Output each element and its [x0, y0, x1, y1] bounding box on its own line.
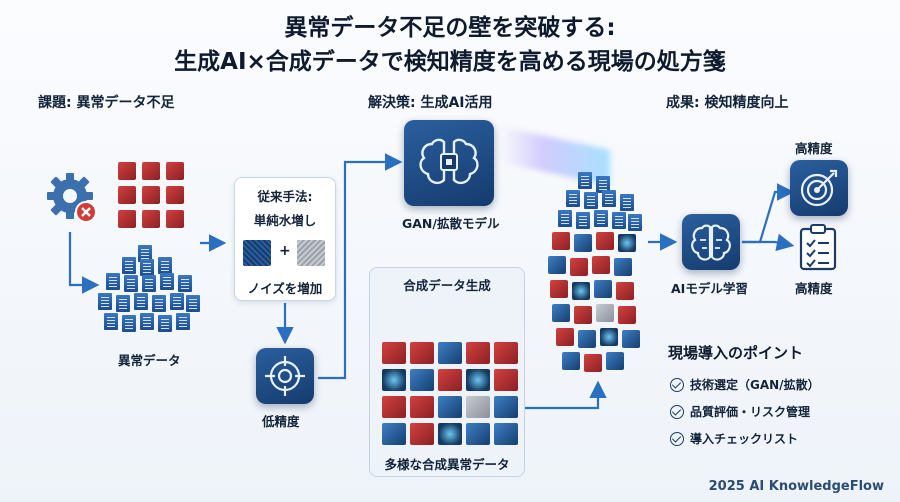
- synthesis-title: 合成データ生成: [403, 278, 491, 293]
- synthesis-panel: 合成データ生成 多様な合成異常データ: [369, 267, 525, 477]
- low-accuracy-label: 低精度: [262, 414, 300, 429]
- conventional-method-card: 従来手法: 単純水増し + ノイズを増加: [234, 177, 336, 301]
- anomaly-data-label: 異常データ: [118, 353, 181, 368]
- checklist-icon: [798, 224, 838, 272]
- conventional-heading: 従来手法:: [257, 189, 313, 204]
- footer-credit: 2025 AI KnowledgeFlow: [708, 479, 884, 494]
- gear-error-icon: [44, 170, 100, 226]
- point-item: 品質評価・リスク管理: [670, 403, 810, 420]
- page-title-line2: 生成AI×合成データで検知精度を高める現場の処方箋: [174, 49, 726, 75]
- point-item: 導入チェックリスト: [670, 430, 798, 447]
- diverse-data-label: 多様な合成異常データ: [384, 457, 510, 472]
- noise-image-icon: [297, 240, 325, 266]
- conventional-noise: ノイズを増加: [247, 281, 323, 296]
- ai-model-label: AIモデル学習: [671, 281, 748, 296]
- model-label: GAN/拡散モデル: [402, 216, 500, 231]
- brain-icon: [691, 224, 731, 261]
- low-accuracy-icon-box: [256, 348, 314, 404]
- ai-model-icon-box: [682, 214, 740, 270]
- brain-chip-icon: [419, 138, 479, 185]
- target-icon: [265, 356, 305, 396]
- anomaly-sample-grid: [118, 162, 188, 232]
- model-icon-box: [404, 120, 494, 206]
- page-title-line1: 異常データ不足の壁を突破する:: [284, 15, 616, 41]
- high-accuracy-icon-box: [790, 160, 848, 216]
- check-circle-icon: [670, 378, 684, 392]
- target-arrow-icon: [800, 169, 838, 207]
- combined-data-cluster: [548, 172, 646, 380]
- synthetic-sample-grid: [382, 342, 518, 446]
- section-head-result: 成果: 検知精度向上: [666, 95, 789, 111]
- point-item: 技術選定（GAN/拡散）: [670, 376, 820, 393]
- section-head-solution: 解決策: 生成AI活用: [368, 95, 493, 111]
- high-accuracy-label-2: 高精度: [795, 281, 833, 296]
- sample-image-icon: [243, 240, 271, 266]
- conventional-method: 単純水増し: [253, 213, 317, 228]
- high-accuracy-label-1: 高精度: [795, 141, 833, 156]
- check-circle-icon: [670, 405, 684, 419]
- check-circle-icon: [670, 432, 684, 446]
- anomaly-data-pile: [98, 245, 202, 337]
- plus-sign: +: [279, 243, 291, 259]
- points-title: 現場導入のポイント: [668, 344, 804, 362]
- section-head-problem: 課題: 異常データ不足: [38, 95, 175, 111]
